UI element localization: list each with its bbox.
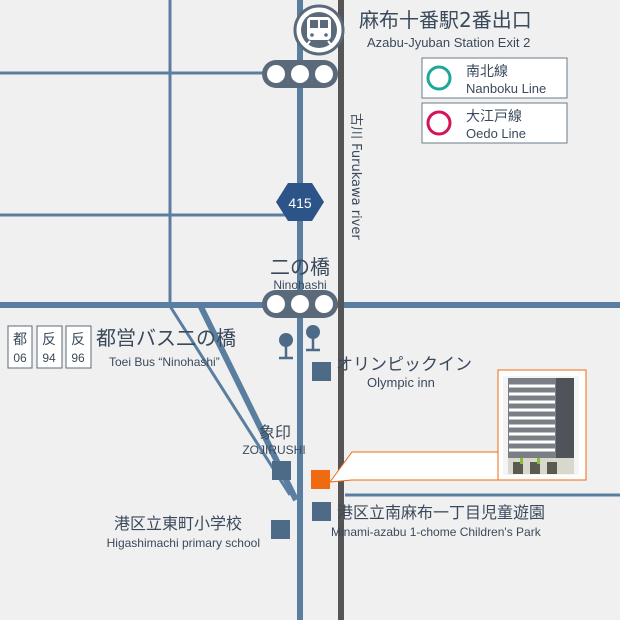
svg-text:反: 反: [42, 332, 56, 348]
legend-name-ja: 大江戸線: [466, 109, 522, 125]
landmark-name-ja: 港区立東町小学校: [114, 514, 242, 533]
subway-train-icon: [293, 4, 345, 56]
station-name-ja: 麻布十番駅2番出口: [359, 8, 532, 32]
bus-route-badge: 反 96: [65, 325, 92, 369]
bus-stop-icon: [306, 325, 320, 352]
bus-stop-name-ja: 都営バス二の橋: [96, 326, 236, 350]
landmark-name-en: ZOJIRUSHI: [242, 443, 305, 457]
svg-text:反: 反: [71, 332, 85, 348]
legend-nanboku: 南北線 Nanboku Line: [421, 57, 568, 99]
landmark-name-en: Olympic inn: [367, 375, 435, 390]
legend-name-ja: 南北線: [466, 64, 508, 80]
bus-route-badges: 都 06 反 94 反 96: [7, 325, 92, 369]
landmark-name-en: Higashimachi primary school: [107, 536, 260, 550]
bus-route-badge: 都 06: [7, 325, 33, 369]
nanboku-line-icon: [426, 65, 452, 91]
landmark-marker: [312, 362, 331, 381]
route-shield: 415: [276, 183, 324, 221]
bus-stop-name-en: Toei Bus “Ninohashi”: [109, 355, 220, 369]
river-label: 古川 Furukawa river: [348, 113, 363, 240]
traffic-signal-icon: [262, 60, 338, 88]
destination-marker: [311, 470, 330, 489]
svg-text:都: 都: [13, 332, 27, 348]
landmark-marker: [272, 461, 291, 480]
svg-text:94: 94: [42, 351, 56, 365]
intersection-name-en: Ninohashi: [273, 278, 326, 292]
building-photo: [503, 376, 579, 475]
legend-name-en: Oedo Line: [466, 126, 526, 141]
bus-route-badge: 反 94: [36, 325, 63, 369]
landmark-name-ja: 象印: [259, 423, 291, 442]
legend-name-en: Nanboku Line: [466, 81, 546, 96]
destination-callout: [328, 369, 587, 483]
svg-text:06: 06: [13, 351, 27, 365]
svg-text:96: 96: [71, 351, 85, 365]
landmark-marker: [271, 520, 290, 539]
intersection-name-ja: 二の橋: [270, 255, 330, 279]
bus-stop-icon: [279, 333, 293, 360]
landmark-name-ja: 港区立南麻布一丁目児童遊園: [337, 503, 545, 522]
oedo-line-icon: [426, 110, 452, 136]
traffic-signal-icon: [262, 290, 338, 318]
landmark-marker: [312, 502, 331, 521]
route-number: 415: [288, 195, 312, 211]
station-name-en: Azabu-Jyuban Station Exit 2: [367, 35, 530, 50]
landmark-name-en: Minami-azabu 1-chome Children's Park: [331, 525, 542, 539]
legend-oedo: 大江戸線 Oedo Line: [421, 102, 568, 144]
side-roads: [0, 0, 620, 497]
landmark-name-ja: オリンピックイン: [336, 355, 472, 375]
